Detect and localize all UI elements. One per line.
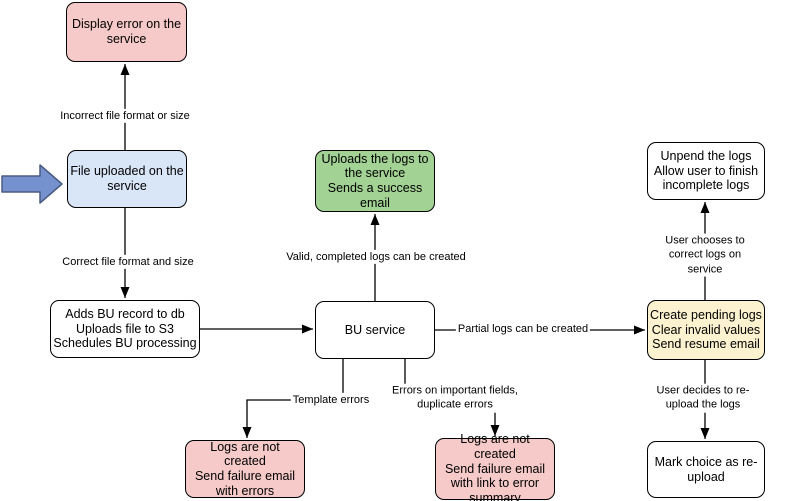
node-mark-choice-reupload: Mark choice as re- upload	[647, 441, 765, 498]
edge-label-important-field-errors: Errors on important fields, duplicate er…	[390, 383, 520, 413]
node-uploads-logs-success: Uploads the logs to the service Sends a …	[315, 150, 435, 212]
edge-label-incorrect-format: Incorrect file format or size	[58, 108, 192, 124]
node-unpend-logs: Unpend the logs Allow user to finish inc…	[647, 142, 765, 200]
node-display-error: Display error on the service	[66, 2, 187, 62]
edge-label-valid-logs: Valid, completed logs can be created	[284, 249, 468, 265]
edge-label-correct-format: Correct file format and size	[60, 254, 196, 270]
node-create-pending-logs: Create pending logs Clear invalid values…	[647, 300, 765, 360]
node-file-uploaded: File uploaded on the service	[67, 150, 187, 208]
edge-label-user-reuploads: User decides to re-upload the logs	[654, 383, 752, 413]
node-adds-bu-record: Adds BU record to db Uploads file to S3 …	[50, 300, 200, 358]
entry-arrow-icon	[1, 164, 63, 204]
edge-label-user-corrects: User chooses to correct logs on service	[657, 233, 753, 277]
node-logs-not-created-summary: Logs are not created Send failure email …	[435, 432, 555, 501]
edge-label-template-errors: Template errors	[290, 392, 372, 408]
edge-label-partial-logs: Partial logs can be created	[455, 321, 591, 337]
node-logs-not-created-errors: Logs are not created Send failure email …	[185, 440, 305, 498]
node-bu-service: BU service	[315, 301, 435, 359]
